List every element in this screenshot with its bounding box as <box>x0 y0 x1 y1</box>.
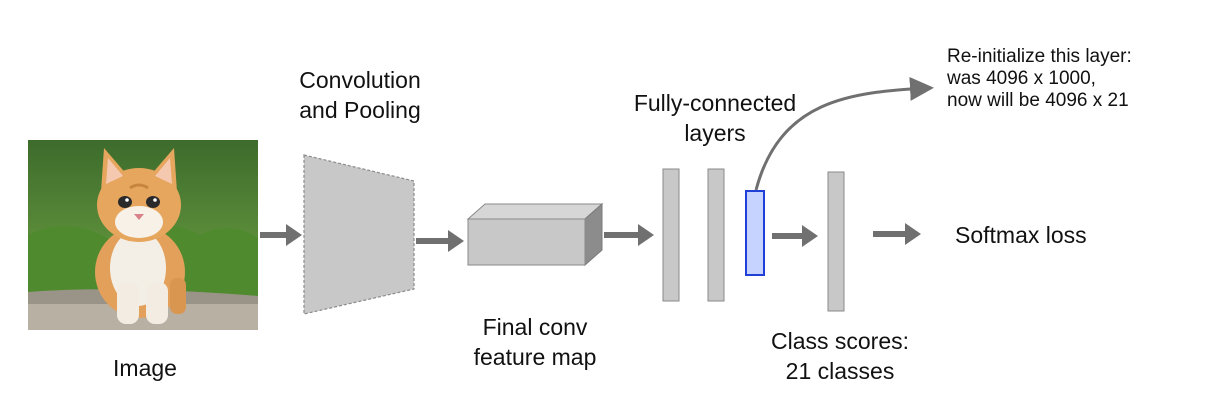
kitten-photo-icon <box>28 140 258 330</box>
arrow-image-to-conv <box>260 224 302 246</box>
class-scores-layer <box>827 171 845 312</box>
arrow-fc-to-scores <box>772 225 818 247</box>
arrow-featuremap-to-fc <box>604 224 654 246</box>
class-scores-label: Class scores: 21 classes <box>770 328 910 384</box>
conv-pool-label: Convolution and Pooling <box>299 67 421 123</box>
reinit-curve-arrow <box>754 76 934 191</box>
fc-layer-2 <box>707 168 725 302</box>
final-conv-label: Final conv feature map <box>473 314 597 370</box>
feature-map-block <box>466 202 604 267</box>
fc-layers-label: Fully-connected layers <box>633 90 797 146</box>
softmax-loss-label: Softmax loss <box>955 222 1087 248</box>
fc-layer-1 <box>662 168 680 302</box>
image-label: Image <box>113 355 177 381</box>
arrow-scores-to-softmax <box>873 223 921 245</box>
arrow-conv-to-featuremap <box>416 230 464 252</box>
conv-pool-block <box>303 154 415 315</box>
fc-layer-reinit-highlight <box>745 190 765 276</box>
reinit-note: Re-initialize this layer: was 4096 x 100… <box>947 46 1132 111</box>
